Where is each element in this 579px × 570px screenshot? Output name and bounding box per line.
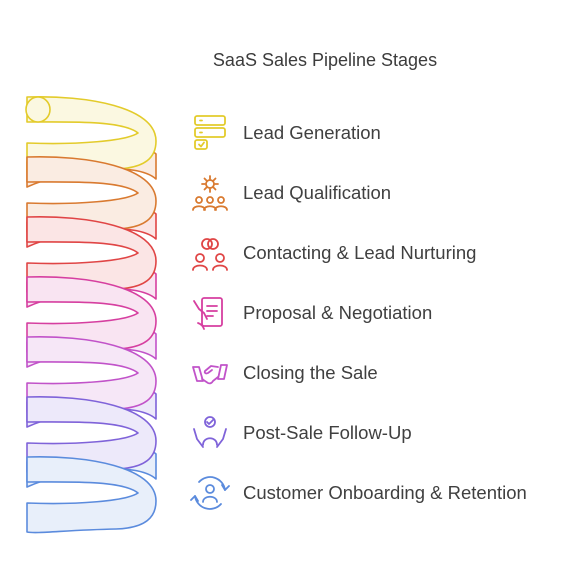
diagram-title: SaaS Sales Pipeline Stages — [212, 50, 438, 70]
stage-label: Contacting & Lead Nurturing — [243, 242, 477, 263]
stage-closing-sale: Closing the Sale — [190, 353, 378, 393]
person-support-icon — [193, 416, 227, 448]
handshake-people-icon — [192, 238, 228, 271]
coil-front-strand — [26, 455, 157, 534]
coil-top-cap — [25, 96, 51, 123]
stage-post-sale-follow-up: Post-Sale Follow-Up — [190, 413, 412, 453]
stage-label: Closing the Sale — [243, 362, 378, 383]
stage-lead-qualification: Lead Qualification — [190, 173, 391, 213]
handshake-icon — [192, 364, 228, 385]
person-cycle-icon — [190, 476, 230, 510]
server-stack-icon — [194, 115, 226, 150]
gear-people-icon — [192, 175, 228, 211]
stage-contacting-nurturing: Contacting & Lead Nurturing — [190, 233, 476, 273]
stage-label: Proposal & Negotiation — [243, 302, 433, 323]
document-hand-icon — [193, 297, 223, 330]
stage-lead-generation: Lead Generation — [190, 113, 381, 153]
stage-label: Post-Sale Follow-Up — [243, 422, 412, 443]
stage-label: Lead Qualification — [243, 182, 392, 203]
stage-proposal-negotiation: Proposal & Negotiation — [190, 293, 432, 333]
stage-label: Customer Onboarding & Retention — [243, 482, 527, 503]
stage-label: Lead Generation — [243, 122, 381, 143]
stage-customer-onboarding: Customer Onboarding & Retention — [190, 473, 527, 513]
